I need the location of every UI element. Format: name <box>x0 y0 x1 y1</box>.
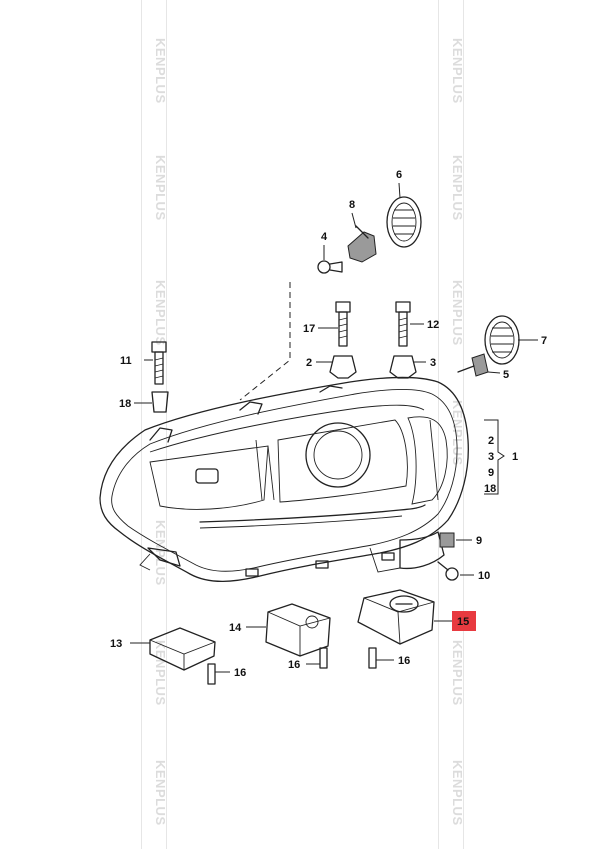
callout-5[interactable]: 5 <box>503 369 509 381</box>
part-16-screw-b <box>306 647 328 669</box>
part-4-pin <box>317 245 343 274</box>
callout-17[interactable]: 17 <box>303 323 315 335</box>
bracket-item: 18 <box>484 483 496 495</box>
part-18-grommet <box>134 391 169 413</box>
watermark-text: KENPLUS <box>450 155 465 221</box>
bracket-item: 2 <box>488 435 494 447</box>
part-8-bracket <box>347 212 377 263</box>
part-11-bolt <box>144 341 167 385</box>
callout-16[interactable]: 16 <box>288 659 300 671</box>
watermark-text: KENPLUS <box>153 155 168 221</box>
watermark-text: KENPLUS <box>153 760 168 826</box>
callout-13[interactable]: 13 <box>110 638 122 650</box>
watermark-text: KENPLUS <box>450 640 465 706</box>
part-9-clip <box>439 532 472 548</box>
watermark-band-right <box>438 0 464 849</box>
callout-11[interactable]: 11 <box>120 355 132 367</box>
part-5-bulb <box>457 353 501 377</box>
callout-8[interactable]: 8 <box>349 199 355 211</box>
watermark-band-left <box>141 0 167 849</box>
bracket-item: 9 <box>488 467 494 479</box>
part-15-ballast <box>357 589 452 645</box>
part-14-module <box>246 603 331 657</box>
callout-16[interactable]: 16 <box>234 667 246 679</box>
watermark-text: KENPLUS <box>153 280 168 346</box>
part-7-cap <box>484 315 538 365</box>
callout-10[interactable]: 10 <box>478 570 490 582</box>
watermark-text: KENPLUS <box>153 38 168 104</box>
callout-18[interactable]: 18 <box>119 398 131 410</box>
callout-2[interactable]: 2 <box>306 357 312 369</box>
watermark-text: KENPLUS <box>450 400 465 466</box>
callout-7[interactable]: 7 <box>541 335 547 347</box>
part-15-highlight <box>452 611 476 631</box>
part-6-cap <box>386 182 422 248</box>
callout-4[interactable]: 4 <box>321 231 328 243</box>
part-12-bolt <box>395 301 424 347</box>
callout-1[interactable]: 1 <box>512 451 518 463</box>
watermark-text: KENPLUS <box>153 640 168 706</box>
callout-bracket <box>484 419 505 495</box>
part-17-bolt <box>318 301 351 347</box>
part-3-nut <box>389 355 426 379</box>
watermark-text: KENPLUS <box>450 280 465 346</box>
callout-16[interactable]: 16 <box>398 655 410 667</box>
callout-9[interactable]: 9 <box>476 535 482 547</box>
callout-14[interactable]: 14 <box>229 622 242 634</box>
dashed-guide-line <box>239 282 291 401</box>
part-13-module <box>130 627 216 671</box>
watermark-text: KENPLUS <box>450 760 465 826</box>
callout-15[interactable]: 15 <box>457 616 469 628</box>
part-16-screw-c <box>368 647 394 669</box>
headlight-housing <box>99 376 469 582</box>
callout-6[interactable]: 6 <box>396 169 402 181</box>
part-10-screw <box>437 561 474 581</box>
callout-3[interactable]: 3 <box>430 357 436 369</box>
part-2-nut <box>316 355 357 379</box>
watermark-text: KENPLUS <box>450 38 465 104</box>
callout-12[interactable]: 12 <box>427 319 439 331</box>
bracket-item: 3 <box>488 451 494 463</box>
part-16-screw-a <box>207 663 230 685</box>
watermark-text: KENPLUS <box>153 520 168 586</box>
